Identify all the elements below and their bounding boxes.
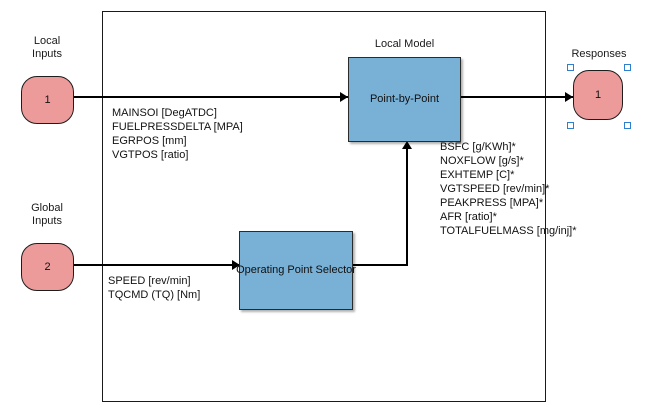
port-local-inputs[interactable]: 1 bbox=[21, 76, 74, 124]
response-signal-item: AFR [ratio]* bbox=[440, 211, 497, 223]
global-inputs-caption: Global Inputs bbox=[31, 202, 63, 227]
response-signal-item: BSFC [g/KWh]* bbox=[440, 141, 516, 153]
response-signal-item: EXHTEMP [C]* bbox=[440, 169, 515, 181]
block-operating-point-selector[interactable]: Operating Point Selector bbox=[236, 231, 356, 310]
local-input-signal-item: FUELPRESSDELTA [MPA] bbox=[112, 121, 243, 133]
wire-global-inputs-to-operating-point-selector[interactable] bbox=[74, 264, 240, 266]
local-model-title: Local Model bbox=[374, 38, 435, 50]
wire-operating-point-selector-output-horizontal[interactable] bbox=[353, 264, 408, 266]
subsystem-boundary bbox=[102, 11, 546, 402]
global-inputs-signal-list: SPEED [rev/min] TQCMD (TQ) [Nm] bbox=[108, 274, 200, 302]
selection-handle-top-right[interactable] bbox=[624, 64, 631, 71]
response-signal-item: NOXFLOW [g/s]* bbox=[440, 155, 524, 167]
selection-handle-bottom-left[interactable] bbox=[567, 122, 574, 129]
selection-handle-bottom-right[interactable] bbox=[624, 122, 631, 129]
port-responses[interactable]: 1 bbox=[573, 70, 623, 120]
block-operating-point-selector-label: Operating Point Selector bbox=[236, 264, 356, 276]
port-global-inputs[interactable]: 2 bbox=[21, 243, 74, 291]
block-local-model[interactable]: Point-by-Point bbox=[348, 57, 461, 142]
port-responses-number: 1 bbox=[594, 88, 602, 101]
responses-signal-list: BSFC [g/KWh]* NOXFLOW [g/s]* EXHTEMP [C]* V… bbox=[440, 140, 577, 238]
responses-caption: Responses bbox=[571, 48, 627, 60]
local-input-signal-item: EGRPOS [mm] bbox=[112, 135, 187, 147]
local-inputs-caption: Local Inputs bbox=[32, 35, 62, 60]
port-local-inputs-number: 1 bbox=[44, 93, 51, 106]
response-signal-item: TOTALFUELMASS [mg/inj]* bbox=[440, 225, 577, 237]
response-signal-item: PEAKPRESS [MPA]* bbox=[440, 197, 544, 209]
local-input-signal-item: VGTPOS [ratio] bbox=[112, 149, 189, 161]
global-input-signal-item: SPEED [rev/min] bbox=[108, 275, 191, 287]
selection-handle-top-left[interactable] bbox=[567, 64, 574, 71]
arrowhead-responses-input bbox=[565, 92, 573, 102]
wire-local-inputs-to-local-model[interactable] bbox=[74, 96, 348, 98]
arrowhead-operating-point-selector-input bbox=[232, 260, 240, 270]
arrowhead-local-model-bottom-input bbox=[402, 141, 412, 149]
port-global-inputs-number: 2 bbox=[44, 260, 51, 273]
global-input-signal-item: TQCMD (TQ) [Nm] bbox=[108, 289, 201, 301]
wire-operating-point-selector-output-vertical[interactable] bbox=[406, 148, 408, 266]
wire-local-model-to-responses[interactable] bbox=[461, 96, 573, 98]
local-input-signal-item: MAINSOI [DegATDC] bbox=[112, 107, 217, 119]
block-local-model-label: Point-by-Point bbox=[369, 93, 440, 105]
arrowhead-local-model-input bbox=[340, 92, 348, 102]
response-signal-item: VGTSPEED [rev/min]* bbox=[440, 183, 550, 195]
local-inputs-signal-list: MAINSOI [DegATDC] FUELPRESSDELTA [MPA] EGR… bbox=[112, 106, 243, 162]
